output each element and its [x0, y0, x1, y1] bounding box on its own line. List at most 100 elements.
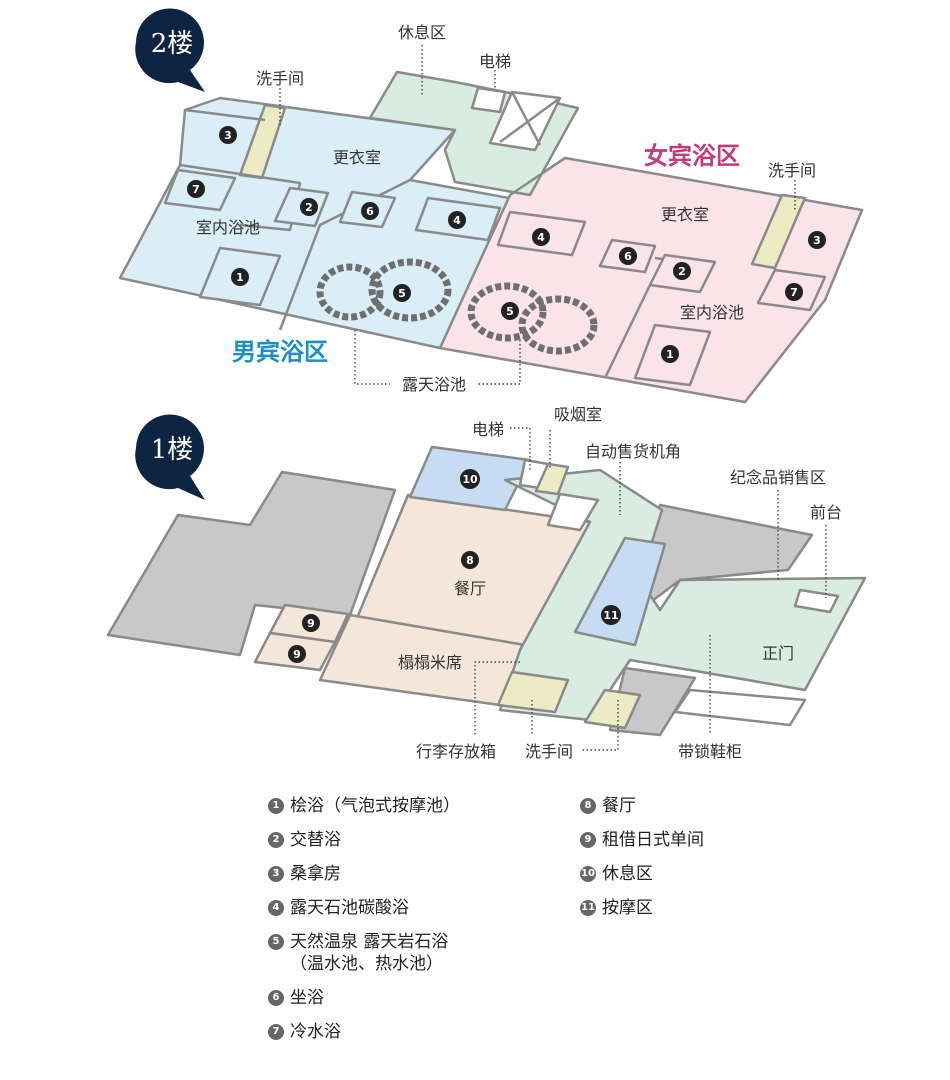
male-wall — [184, 108, 266, 122]
legend-text: 休息区 — [602, 864, 653, 884]
rock-ring-male-b — [368, 258, 452, 322]
legend-number: 10 — [580, 866, 596, 882]
stair-line — [499, 96, 561, 144]
label-indoor-female: 室内浴池 — [680, 303, 744, 322]
svg-text:6: 6 — [366, 205, 374, 218]
marker-male-7: 7 — [187, 180, 205, 198]
rock-ring-female-b — [518, 295, 598, 355]
marker-10: 10 — [460, 469, 480, 489]
massage-area-11 — [573, 536, 667, 647]
legend-number: 4 — [268, 900, 284, 916]
marker-female-6: 6 — [619, 247, 637, 265]
legend-number: 9 — [580, 832, 596, 848]
svg-text:7: 7 — [192, 183, 200, 196]
male-zone-title: 男宾浴区 — [232, 338, 328, 366]
floor-map: 2楼 1楼 男宾浴区 女宾浴区 休息区 电梯 洗手间 洗手间 更衣室 更衣室 室… — [106, 8, 867, 761]
label-changing-male: 更衣室 — [333, 148, 381, 167]
leader-elevator-f1 — [510, 427, 531, 470]
elevator-shaft — [470, 86, 507, 114]
svg-text:8: 8 — [466, 554, 474, 567]
marker-male-4: 4 — [448, 211, 466, 229]
markers: 3 7 2 6 4 1 5 4 6 2 3 7 5 1 10 8 11 9 9 — [187, 126, 826, 663]
female-wall — [509, 156, 566, 197]
svg-text:9: 9 — [307, 617, 315, 630]
legend-text: 冷水浴 — [290, 1022, 341, 1042]
floor-2-badge: 2楼 — [135, 8, 205, 93]
legend-text: 坐浴 — [290, 988, 324, 1008]
svg-text:7: 7 — [790, 286, 798, 299]
marker-male-2: 2 — [300, 198, 318, 216]
svg-text:2: 2 — [305, 201, 313, 214]
label-restaurant: 餐厅 — [454, 579, 486, 598]
legend-number: 7 — [268, 1024, 284, 1040]
legend-item: 7 冷水浴 — [268, 1021, 558, 1043]
label-changing-female: 更衣室 — [661, 205, 709, 224]
legend-item: 9 租借日式单间 — [580, 829, 880, 851]
svg-text:4: 4 — [537, 231, 545, 244]
legend-text: 露天石池碳酸浴 — [290, 898, 409, 918]
marker-female-5: 5 — [501, 302, 519, 320]
marker-9b: 9 — [288, 645, 306, 663]
marker-9a: 9 — [302, 614, 320, 632]
leader-outdoor-right — [478, 340, 521, 385]
legend-text: 按摩区 — [602, 898, 653, 918]
label-smoking-room: 吸烟室 — [554, 405, 602, 424]
legend-number: 3 — [268, 866, 284, 882]
marker-female-2: 2 — [673, 262, 691, 280]
svg-text:3: 3 — [224, 129, 232, 142]
label-main-entrance: 正门 — [762, 644, 794, 663]
svg-text:4: 4 — [453, 214, 461, 227]
marker-male-6: 6 — [361, 202, 379, 220]
label-tatami: 榻榻米席 — [398, 653, 462, 672]
legend-text: 餐厅 — [602, 796, 636, 816]
legend-text: 交替浴 — [290, 830, 341, 850]
legend-number: 1 — [268, 798, 284, 814]
svg-text:1: 1 — [236, 271, 244, 284]
marker-female-4: 4 — [532, 228, 550, 246]
marker-male-5: 5 — [393, 284, 411, 302]
legend-number: 11 — [580, 900, 596, 916]
rock-rings — [316, 258, 598, 355]
legend-item: 3 桑拿房 — [268, 863, 558, 885]
leader-washroom-f1-b — [582, 700, 619, 751]
label-indoor-male: 室内浴池 — [196, 218, 260, 237]
legend-item: 1 桧浴（气泡式按摩池） — [268, 795, 558, 817]
marker-male-1: 1 — [231, 268, 249, 286]
legend-text: 桧浴（气泡式按摩池） — [290, 796, 460, 816]
marker-11: 11 — [601, 605, 621, 625]
label-front-desk: 前台 — [810, 503, 842, 522]
legend-text: 租借日式单间 — [602, 830, 704, 850]
female-zone-title: 女宾浴区 — [644, 142, 740, 170]
rock-ring-female-a — [467, 282, 547, 342]
svg-text:10: 10 — [462, 473, 478, 486]
legend-number: 5 — [268, 934, 284, 950]
label-washroom-f1: 洗手间 — [525, 742, 573, 761]
legend-item: 4 露天石池碳酸浴 — [268, 897, 558, 919]
smoking-room — [534, 462, 570, 496]
marker-male-3: 3 — [219, 126, 237, 144]
svg-text:9: 9 — [293, 648, 301, 661]
label-rest-area: 休息区 — [398, 23, 446, 42]
washroom-f1-a — [496, 670, 570, 714]
label-elevator-f1: 电梯 — [472, 420, 504, 439]
svg-text:5: 5 — [398, 287, 406, 300]
legend-text: 桑拿房 — [290, 864, 341, 884]
entrance-step — [673, 688, 807, 727]
legend-item: 10 休息区 — [580, 863, 880, 885]
leader-outdoor-left — [354, 330, 390, 385]
corridor-zone — [498, 468, 867, 722]
label-washroom-female: 洗手间 — [768, 161, 816, 180]
label-luggage-storage: 行李存放箱 — [416, 742, 496, 761]
floor-1 — [106, 445, 867, 737]
leader-luggage — [474, 661, 520, 735]
label-shoe-locker: 带锁鞋柜 — [678, 742, 742, 761]
floor-2 — [118, 70, 864, 404]
washroom-female-f2 — [750, 193, 807, 270]
marker-female-7: 7 — [785, 283, 803, 301]
svg-text:1: 1 — [666, 348, 674, 361]
